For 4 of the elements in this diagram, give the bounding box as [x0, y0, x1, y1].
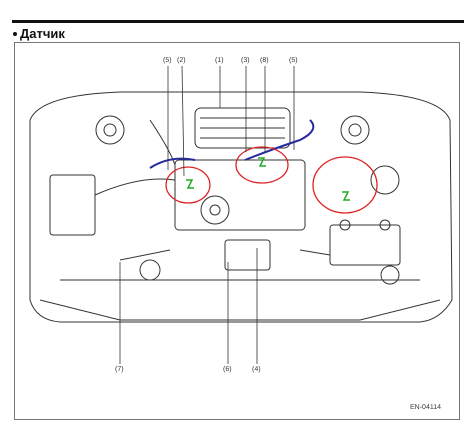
leader-line — [182, 66, 184, 176]
leader-line — [264, 66, 266, 152]
leader-line — [256, 248, 258, 364]
section-title: Датчик — [20, 26, 65, 41]
